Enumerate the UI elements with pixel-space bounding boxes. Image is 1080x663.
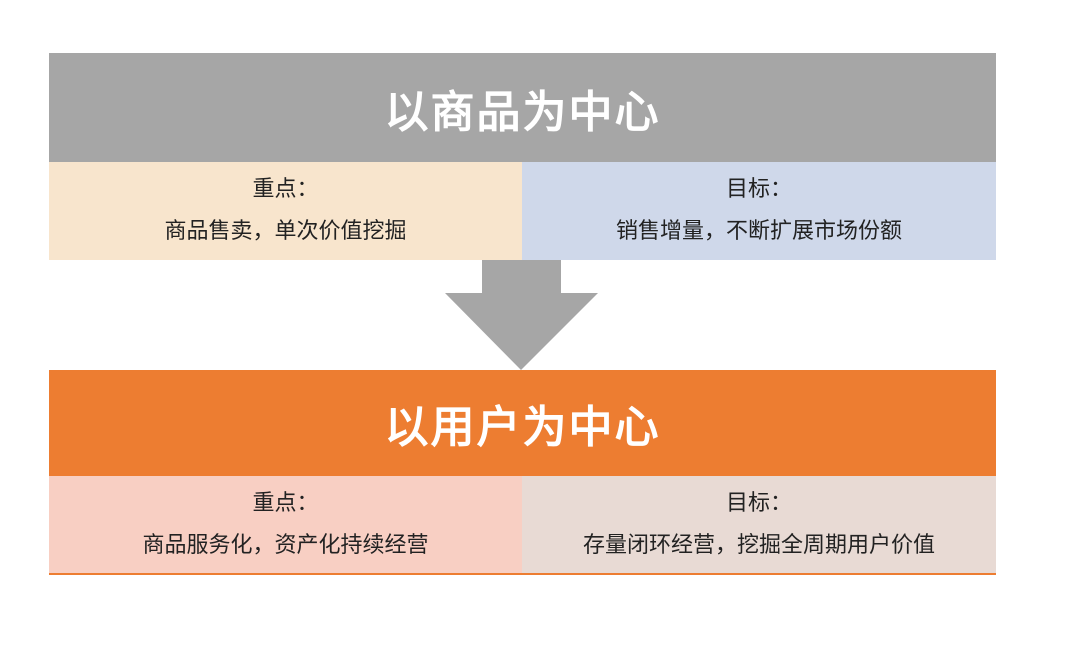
user-centric-goal: 目标： 存量闭环经营，挖掘全周期用户价值 bbox=[522, 476, 996, 573]
product-centric-block: 以商品为中心 重点： 商品售卖，单次价值挖掘 目标： 销售增量，不断扩展市场份额 bbox=[49, 53, 996, 260]
goal-label: 目标： bbox=[725, 490, 792, 516]
goal-text: 存量闭环经营，挖掘全周期用户价值 bbox=[582, 532, 935, 558]
focus-text: 商品售卖，单次价值挖掘 bbox=[164, 219, 407, 244]
product-centric-goal: 目标： 销售增量，不断扩展市场份额 bbox=[522, 162, 996, 260]
bottom-divider bbox=[49, 573, 996, 575]
focus-text: 商品服务化，资产化持续经营 bbox=[142, 532, 429, 558]
focus-label: 重点： bbox=[252, 177, 319, 202]
goal-label: 目标： bbox=[725, 177, 792, 202]
goal-text: 销售增量，不断扩展市场份额 bbox=[615, 219, 902, 244]
product-centric-title: 以商品为中心 bbox=[49, 53, 996, 162]
focus-label: 重点： bbox=[252, 490, 319, 516]
product-centric-focus: 重点： 商品售卖，单次价值挖掘 bbox=[49, 162, 522, 260]
user-centric-title: 以用户为中心 bbox=[49, 370, 996, 476]
user-centric-block: 以用户为中心 重点： 商品服务化，资产化持续经营 目标： 存量闭环经营，挖掘全周… bbox=[49, 370, 996, 575]
user-centric-focus: 重点： 商品服务化，资产化持续经营 bbox=[49, 476, 522, 573]
